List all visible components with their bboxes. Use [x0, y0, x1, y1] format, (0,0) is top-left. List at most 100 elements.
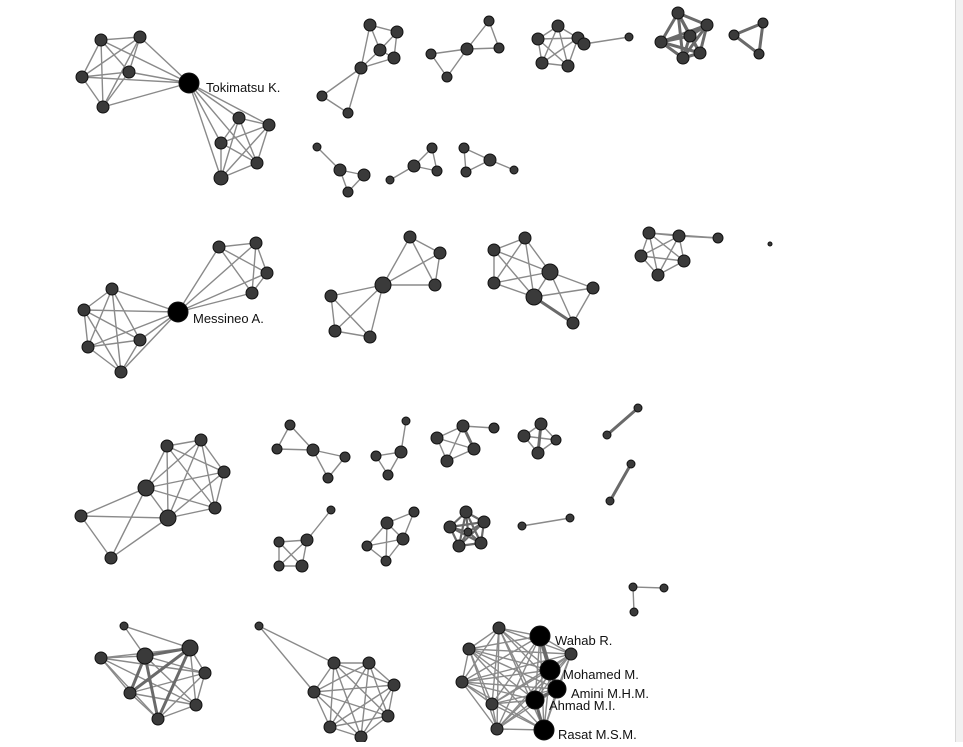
node[interactable] — [327, 656, 341, 670]
node[interactable] — [307, 685, 321, 699]
node[interactable] — [250, 156, 264, 170]
node[interactable] — [394, 445, 408, 459]
node[interactable] — [460, 42, 474, 56]
node[interactable] — [81, 340, 95, 354]
node[interactable] — [401, 416, 411, 426]
node[interactable] — [443, 520, 457, 534]
node[interactable] — [493, 42, 505, 54]
node[interactable] — [459, 505, 473, 519]
node[interactable] — [535, 56, 549, 70]
hub-node[interactable] — [533, 719, 555, 741]
node[interactable] — [431, 165, 443, 177]
node[interactable] — [462, 642, 476, 656]
node[interactable] — [428, 278, 442, 292]
node[interactable] — [342, 186, 354, 198]
node[interactable] — [300, 533, 314, 547]
node[interactable] — [328, 324, 342, 338]
node[interactable] — [104, 551, 118, 565]
node[interactable] — [633, 403, 643, 413]
node[interactable] — [361, 540, 373, 552]
node[interactable] — [75, 70, 89, 84]
node[interactable] — [490, 722, 504, 736]
hub-node[interactable] — [525, 690, 545, 710]
node[interactable] — [363, 18, 377, 32]
node[interactable] — [488, 422, 500, 434]
node[interactable] — [380, 555, 392, 567]
node[interactable] — [380, 516, 394, 530]
node[interactable] — [487, 243, 501, 257]
node[interactable] — [492, 621, 506, 635]
node[interactable] — [373, 43, 387, 57]
node[interactable] — [605, 496, 615, 506]
node[interactable] — [456, 419, 470, 433]
node[interactable] — [133, 333, 147, 347]
node[interactable] — [728, 29, 740, 41]
node[interactable] — [425, 48, 437, 60]
node[interactable] — [485, 697, 499, 711]
node[interactable] — [198, 666, 212, 680]
node[interactable] — [114, 365, 128, 379]
node[interactable] — [213, 170, 229, 186]
node[interactable] — [254, 621, 264, 631]
node[interactable] — [249, 236, 263, 250]
node[interactable] — [551, 19, 565, 33]
node[interactable] — [212, 240, 226, 254]
node[interactable] — [509, 165, 519, 175]
node[interactable] — [672, 229, 686, 243]
node[interactable] — [390, 25, 404, 39]
hub-node[interactable] — [529, 625, 551, 647]
node[interactable] — [534, 417, 548, 431]
node[interactable] — [363, 330, 377, 344]
hub-node[interactable] — [547, 679, 567, 699]
node[interactable] — [194, 433, 208, 447]
node[interactable] — [160, 439, 174, 453]
node[interactable] — [214, 136, 228, 150]
node[interactable] — [676, 51, 690, 65]
node[interactable] — [396, 532, 410, 546]
node[interactable] — [565, 513, 575, 523]
node[interactable] — [693, 46, 707, 60]
node[interactable] — [119, 621, 129, 631]
node[interactable] — [306, 443, 320, 457]
node[interactable] — [273, 536, 285, 548]
node[interactable] — [339, 451, 351, 463]
node[interactable] — [271, 443, 283, 455]
hub-node[interactable] — [539, 659, 561, 681]
node[interactable] — [757, 17, 769, 29]
node[interactable] — [295, 559, 309, 573]
node[interactable] — [189, 698, 203, 712]
node[interactable] — [550, 434, 562, 446]
node[interactable] — [531, 32, 545, 46]
node[interactable] — [518, 231, 532, 245]
node[interactable] — [642, 226, 656, 240]
hub-node[interactable] — [167, 301, 189, 323]
node[interactable] — [77, 303, 91, 317]
node[interactable] — [382, 469, 394, 481]
node[interactable] — [322, 472, 334, 484]
node[interactable] — [628, 582, 638, 592]
node[interactable] — [94, 33, 108, 47]
node[interactable] — [577, 37, 591, 51]
node[interactable] — [767, 241, 773, 247]
node[interactable] — [517, 429, 531, 443]
node[interactable] — [354, 61, 368, 75]
node[interactable] — [483, 153, 497, 167]
node[interactable] — [217, 465, 231, 479]
vertical-scrollbar[interactable] — [955, 0, 963, 742]
node[interactable] — [208, 501, 222, 515]
node[interactable] — [333, 163, 347, 177]
node[interactable] — [541, 263, 559, 281]
node[interactable] — [677, 254, 691, 268]
node[interactable] — [324, 289, 338, 303]
node[interactable] — [94, 651, 108, 665]
node[interactable] — [629, 607, 639, 617]
node[interactable] — [455, 675, 469, 689]
node[interactable] — [474, 536, 488, 550]
node[interactable] — [385, 175, 395, 185]
node[interactable] — [525, 288, 543, 306]
node[interactable] — [403, 230, 417, 244]
node[interactable] — [136, 647, 154, 665]
node[interactable] — [440, 454, 454, 468]
node[interactable] — [137, 479, 155, 497]
node[interactable] — [452, 539, 466, 553]
